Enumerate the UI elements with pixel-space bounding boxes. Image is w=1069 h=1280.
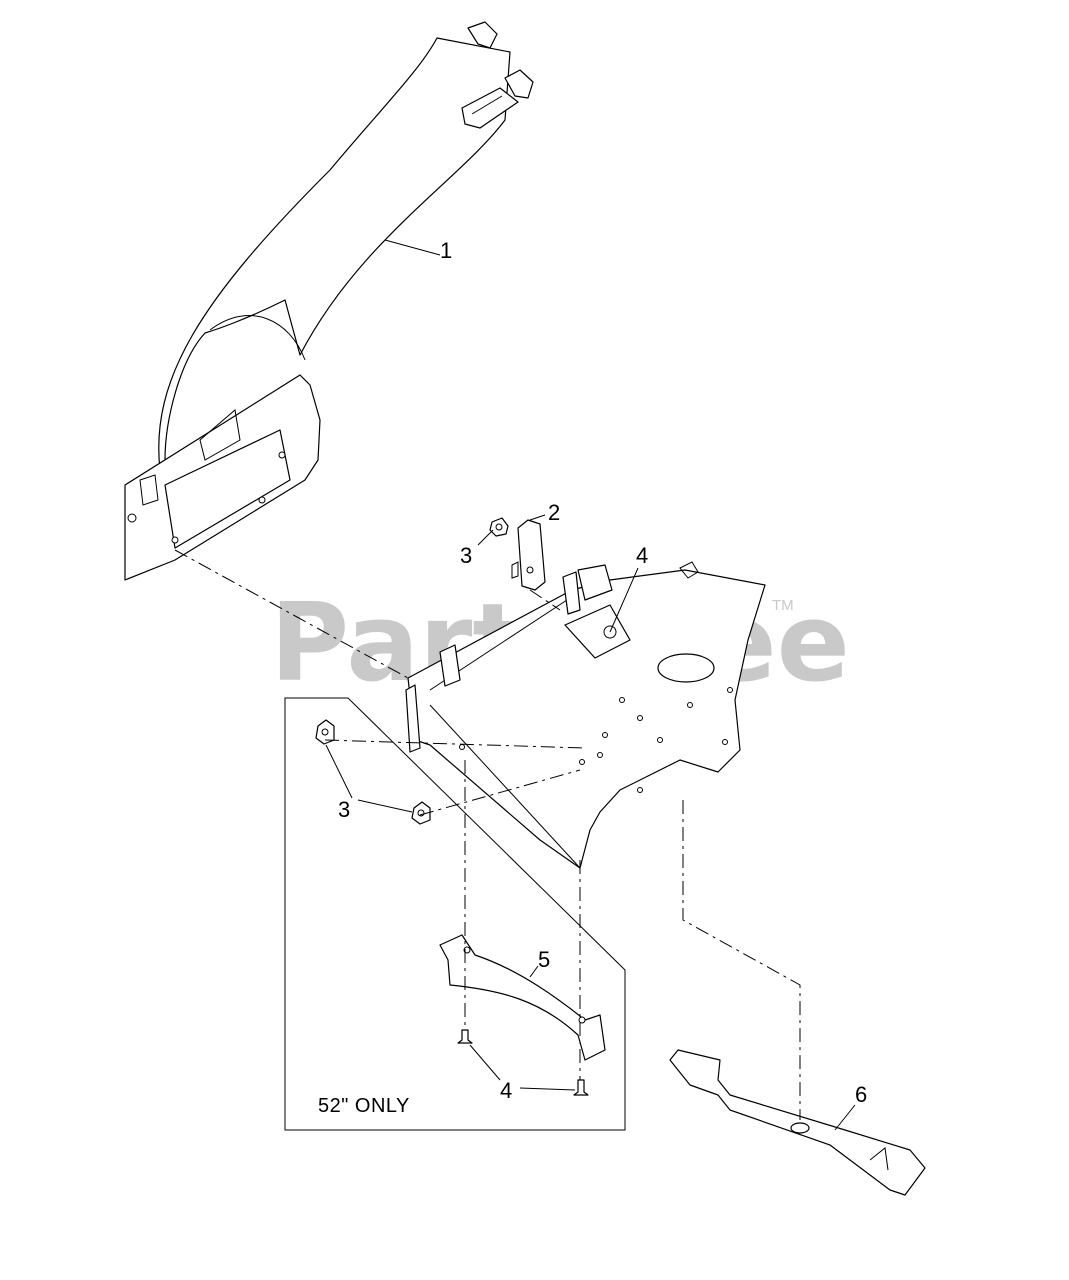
discharge-chute-part <box>124 21 534 581</box>
leader-1 <box>384 239 441 256</box>
callout-2: 2 <box>548 500 560 525</box>
callout-4-upper: 4 <box>636 543 648 568</box>
leader-4-upper <box>609 567 639 633</box>
callout-6: 6 <box>855 1082 867 1107</box>
callout-4-lower: 4 <box>500 1078 512 1103</box>
leader-4b-b <box>519 1087 576 1091</box>
kit-box <box>284 697 626 1131</box>
bracket-plate-part <box>511 519 546 591</box>
leader-3a-lower <box>325 744 353 799</box>
callout-3-lower: 3 <box>338 797 350 822</box>
callout-1: 1 <box>440 238 452 263</box>
leader-6 <box>834 1104 856 1131</box>
flange-nut-lower-parts <box>315 719 431 825</box>
callouts: 1 2 3 4 3 5 4 6 <box>338 238 867 1107</box>
leader-3b-lower <box>357 799 413 813</box>
callout-3-upper: 3 <box>460 543 472 568</box>
leader-5 <box>529 965 539 978</box>
mower-blade-part <box>669 1049 926 1196</box>
watermark-trademark: TM <box>772 597 794 614</box>
leader-4b-a <box>469 1044 501 1081</box>
mower-deck <box>405 561 766 869</box>
alignment-lines <box>174 549 801 1120</box>
leader-2 <box>529 514 546 521</box>
leader-3-upper <box>477 529 494 546</box>
kit-box-label: 52" ONLY <box>318 1095 410 1117</box>
flange-nut-upper-part <box>489 517 509 537</box>
carriage-bolt-lower-parts <box>457 1029 589 1096</box>
callout-5: 5 <box>538 947 550 972</box>
